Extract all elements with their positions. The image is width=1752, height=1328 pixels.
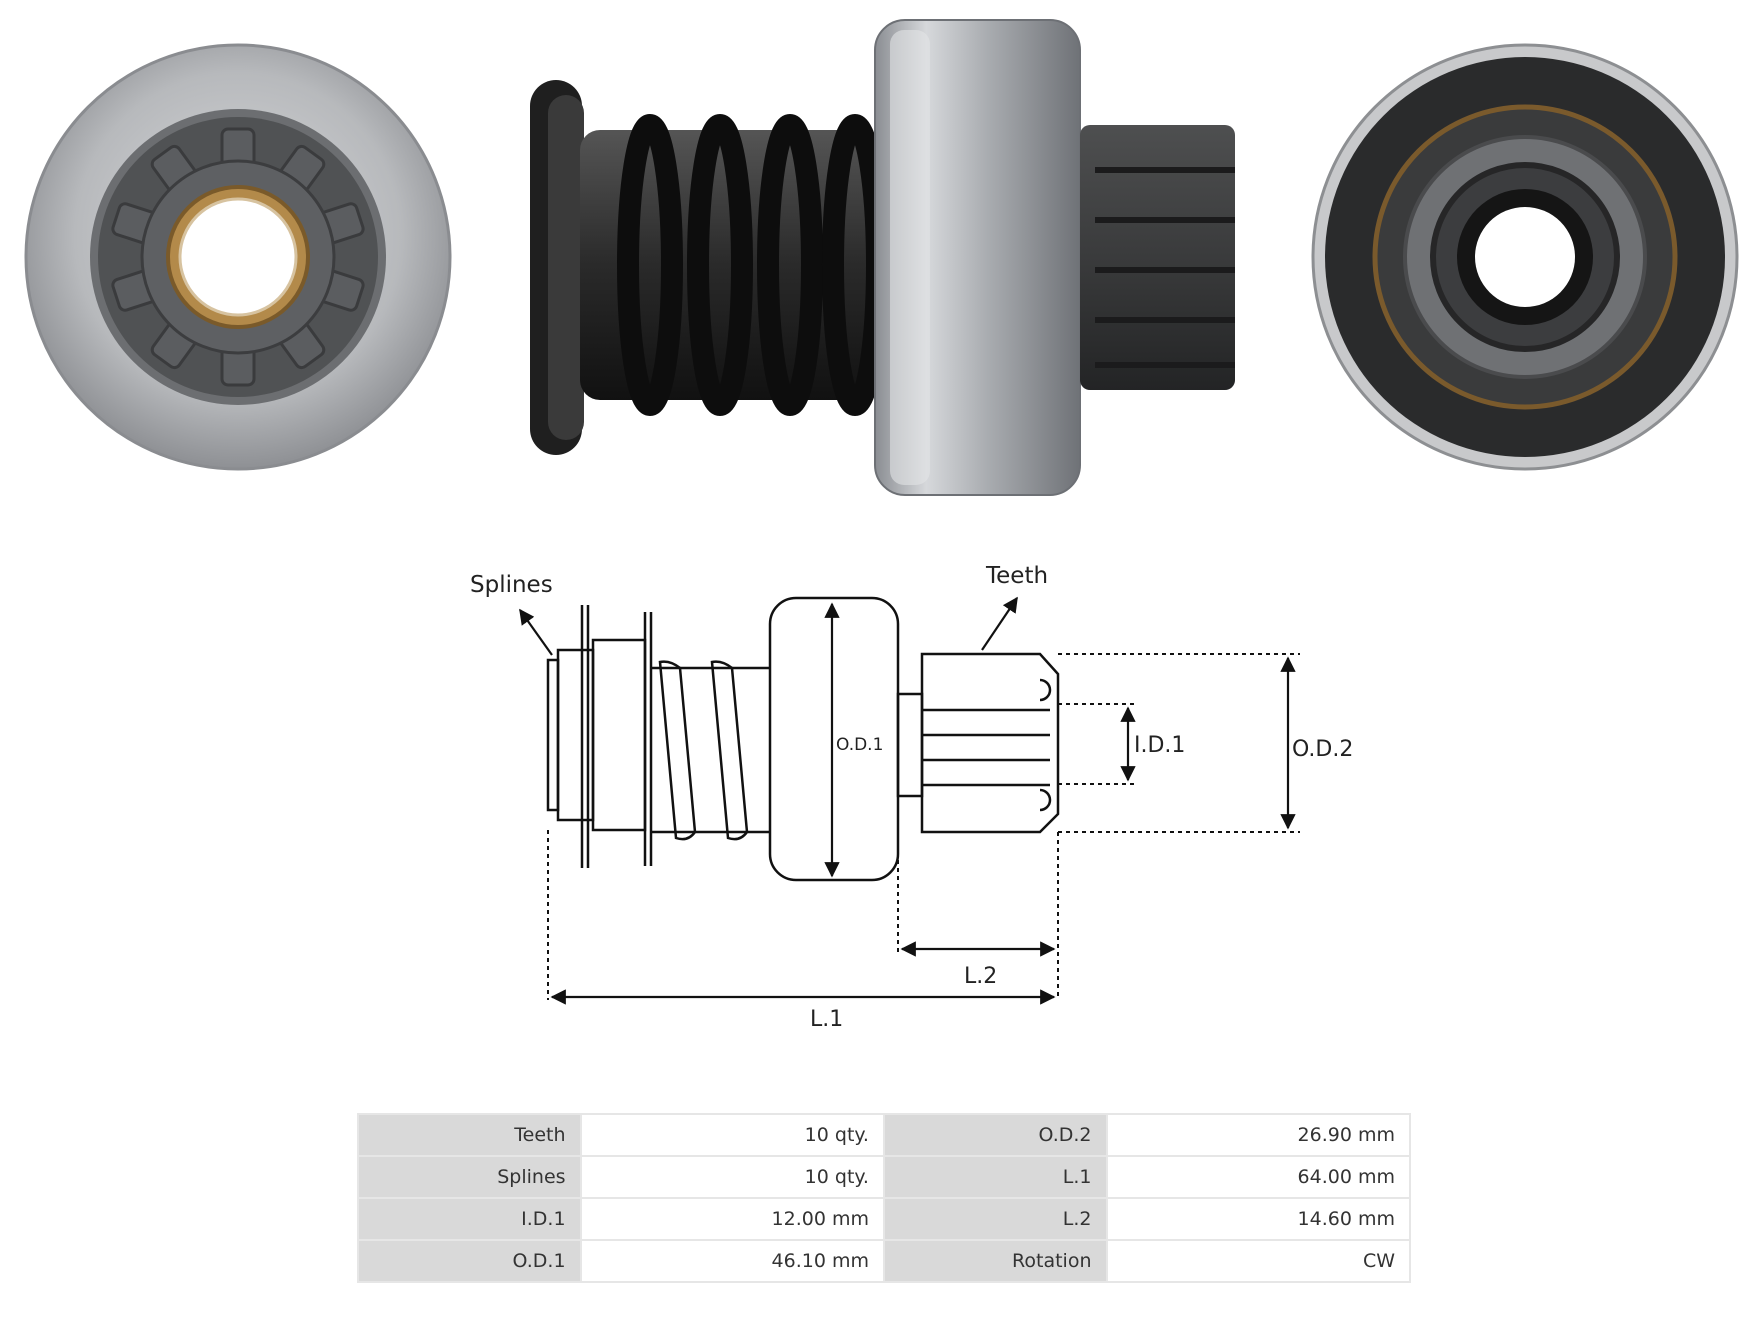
spec-key: O.D.1 <box>359 1241 580 1281</box>
od1-label: O.D.1 <box>836 735 883 755</box>
spec-key: Splines <box>359 1157 580 1197</box>
spec-value: 26.90 mm <box>1107 1115 1409 1155</box>
teeth-label: Teeth <box>985 563 1048 589</box>
spec-value: 64.00 mm <box>1107 1157 1409 1197</box>
spec-value: 10 qty. <box>581 1115 883 1155</box>
rear-view-photo <box>1311 43 1739 471</box>
spec-table: Teeth 10 qty. O.D.2 26.90 mm Splines 10 … <box>357 1113 1411 1283</box>
id1-label: I.D.1 <box>1134 733 1185 758</box>
spec-key: I.D.1 <box>359 1199 580 1239</box>
table-row: I.D.1 12.00 mm L.2 14.60 mm <box>359 1199 1409 1239</box>
l1-label: L.1 <box>810 1007 843 1032</box>
spec-value: 10 qty. <box>581 1157 883 1197</box>
spec-value: 14.60 mm <box>1107 1199 1409 1239</box>
spec-value: 12.00 mm <box>581 1199 883 1239</box>
drive-outline <box>546 596 1060 882</box>
l2-label: L.2 <box>964 964 997 989</box>
spec-key: L.1 <box>884 1157 1106 1197</box>
table-row: O.D.1 46.10 mm Rotation CW <box>359 1241 1409 1281</box>
product-photos <box>24 19 1739 496</box>
spec-value: 46.10 mm <box>581 1241 883 1281</box>
spec-key: L.2 <box>884 1199 1106 1239</box>
od2-label: O.D.2 <box>1292 737 1353 762</box>
table-row: Teeth 10 qty. O.D.2 26.90 mm <box>359 1115 1409 1155</box>
dimension-arrows <box>519 596 1296 1005</box>
extension-lines <box>547 653 1300 1000</box>
spec-key: O.D.2 <box>884 1115 1106 1155</box>
splines-label: Splines <box>470 572 553 598</box>
front-view-photo <box>24 43 452 471</box>
spec-key: Rotation <box>884 1241 1106 1281</box>
spring <box>617 114 888 416</box>
table-row: Splines 10 qty. L.1 64.00 mm <box>359 1157 1409 1197</box>
side-view-photo <box>530 19 1235 496</box>
dimension-diagram: Splines Teeth O.D.1 I.D.1 O.D.2 L.2 L.1 <box>470 563 1353 1032</box>
spec-value: CW <box>1107 1241 1409 1281</box>
spec-key: Teeth <box>359 1115 580 1155</box>
